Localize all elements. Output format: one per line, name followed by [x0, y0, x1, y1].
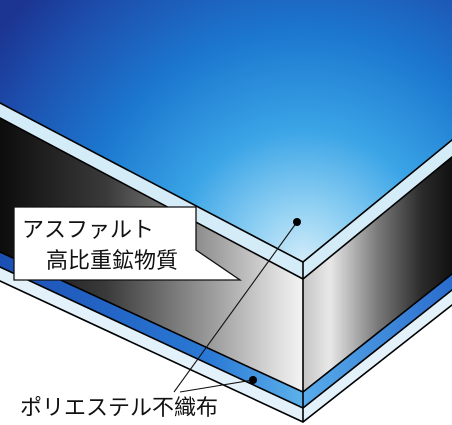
layer-outlines	[0, 102, 452, 423]
base-edge-band-right	[303, 290, 452, 422]
leader-to-top-face	[173, 221, 298, 393]
polyester-leaders	[173, 218, 301, 393]
asphalt-label-line1: アスファルト	[22, 218, 154, 243]
polyester-label: ポリエステル不織布	[20, 396, 218, 421]
leader-to-bottom-band	[179, 379, 254, 393]
top-face-pointer-dot	[293, 218, 301, 226]
base-edge-band-left	[0, 267, 303, 422]
top-polyester-face	[0, 0, 452, 262]
asphalt-callout: アスファルト 高比重鉱物質	[13, 206, 243, 281]
asphalt-label-line2: 高比重鉱物質	[46, 249, 178, 274]
asphalt-callout-box	[13, 206, 243, 281]
top-edge-band-right	[303, 140, 452, 279]
bottom-band-pointer-dot	[249, 376, 257, 384]
bottom-polyester-band-right	[303, 274, 452, 408]
bottom-polyester-band-left	[0, 252, 303, 408]
top-edge-band-left	[0, 103, 303, 279]
asphalt-core-right	[303, 157, 452, 392]
